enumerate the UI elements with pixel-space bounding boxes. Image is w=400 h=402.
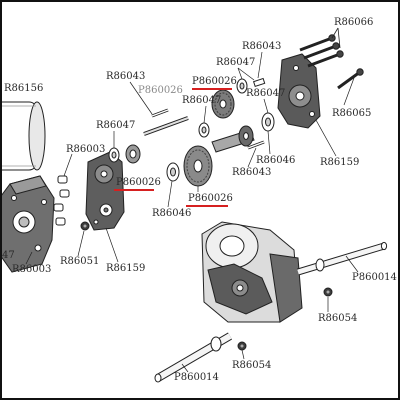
label-r86159-top: R86159 <box>320 157 359 168</box>
pin-p860026-upper <box>151 108 169 118</box>
label-r86054-bottom: R86054 <box>232 360 271 371</box>
highlight-underline-top <box>192 88 232 90</box>
gearbox-housing-r86159-left <box>85 151 125 231</box>
label-r86043-top: R86043 <box>242 41 281 52</box>
output-shaft-p860014-bottom <box>154 332 233 383</box>
label-r86043-left: R86043 <box>106 71 145 82</box>
label-r86159-bottom: R86159 <box>106 263 145 274</box>
screws-r86066 <box>299 34 344 68</box>
label-r86047-lower: R86047 <box>96 120 135 131</box>
motor-r86156 <box>2 101 46 171</box>
highlight-underline-bottom <box>186 205 228 207</box>
pin-r86054-bottom <box>237 341 247 351</box>
motor-plate-r86003 <box>2 175 55 273</box>
label-p860014-right: P860014 <box>352 272 397 283</box>
label-r86054-right: R86054 <box>318 313 357 324</box>
label-r86156: R86156 <box>4 83 43 94</box>
label-left-edge-47: 47 <box>2 250 15 261</box>
label-p860026-left: P860026 <box>138 85 183 96</box>
bearing-r86046-right <box>261 112 275 132</box>
label-p860026-top: P860026 <box>192 76 237 87</box>
label-r86051: R86051 <box>60 256 99 267</box>
pin-r86054-right <box>323 287 333 297</box>
bearing-r86046-left <box>166 162 180 182</box>
pin-r86043-top <box>252 77 266 88</box>
screw-r86065 <box>337 68 364 90</box>
label-r86047-right: R86047 <box>246 88 285 99</box>
spur-gear-center <box>183 145 213 187</box>
label-p860026-mid: P860026 <box>116 177 161 188</box>
assembled-gearbox <box>201 221 303 323</box>
label-r86047-top: R86047 <box>216 57 255 68</box>
bearing-r86047-lower <box>108 147 120 163</box>
label-r86047-mid: R86047 <box>182 95 221 106</box>
label-r86065: R86065 <box>332 108 371 119</box>
leader-lines <box>25 51 359 373</box>
output-shaft-gear <box>211 125 255 153</box>
leader-lines-r86066 <box>331 27 341 49</box>
highlight-underline-mid <box>114 189 154 191</box>
gearbox-housing-r86159-right <box>277 53 321 129</box>
nut-r86051 <box>80 221 90 231</box>
label-p860026-bottom: P860026 <box>188 193 233 204</box>
pinion-gear-left <box>125 144 141 164</box>
pin-r86043-middle <box>247 140 265 150</box>
label-r86043-mid: R86043 <box>232 167 271 178</box>
label-r86003-top: R86003 <box>66 144 105 155</box>
idler-gear-stack <box>211 89 235 119</box>
label-r86066: R86066 <box>334 17 373 28</box>
label-r86003-bottom: R86003 <box>12 264 51 275</box>
label-r86046-left: R86046 <box>152 208 191 219</box>
shaft-r86043-upper <box>143 116 189 136</box>
spacer-group-r86003 <box>53 175 70 226</box>
label-p860014-bottom: P860014 <box>174 372 219 383</box>
output-shaft-p860014-right <box>296 241 388 276</box>
label-r86046-right: R86046 <box>256 155 295 166</box>
bearing-r86047-top <box>198 122 210 138</box>
